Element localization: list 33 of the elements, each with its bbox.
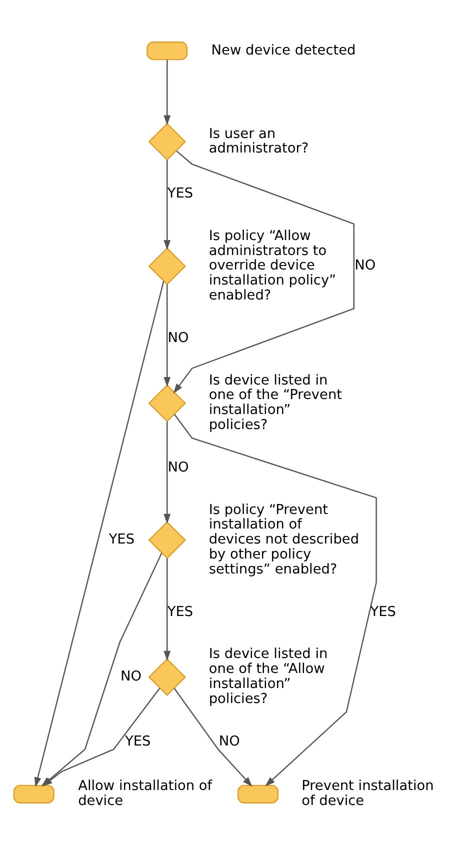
arrow <box>172 150 354 394</box>
node-label: Is policy “Prevent installation of devices not described by other policy settings” enabled? <box>208 501 359 578</box>
arrow <box>163 420 170 524</box>
edge-label: YES <box>166 603 193 620</box>
arrow <box>163 59 170 125</box>
arrow <box>163 558 170 660</box>
node-label: New device detected <box>210 42 356 58</box>
node-box <box>236 784 278 803</box>
arrow <box>163 284 170 386</box>
node-label: Is device listed in one of the “Prevent installation” policies? <box>208 372 342 433</box>
node-box <box>146 41 188 60</box>
edge-label: YES <box>124 732 150 749</box>
edge-label: NO <box>120 668 142 684</box>
edge-label: NO <box>354 257 376 274</box>
edge-label: NO <box>218 732 240 749</box>
node-diamond <box>148 122 186 160</box>
node-label: Is device listed in one of the “Allow installation” policies? <box>208 646 328 707</box>
node-label: Prevent installation of device <box>301 778 434 809</box>
edge-label: NO <box>167 458 188 475</box>
node-diamond <box>148 658 186 696</box>
edge-label: NO <box>167 329 188 346</box>
node-label: Is user an administrator? <box>208 125 308 156</box>
node-label: Allow installation of device <box>78 778 212 809</box>
arrow <box>163 159 170 250</box>
node-diamond <box>148 246 186 285</box>
node-box <box>12 784 54 803</box>
arrow <box>173 413 376 786</box>
edge-label: YES <box>166 185 193 202</box>
edge-label: YES <box>108 531 134 548</box>
node-label: Is policy “Allow administrators to override device installation policy” enabled? <box>208 227 336 304</box>
arrow <box>173 687 252 786</box>
edge-label: YES <box>370 603 396 620</box>
node-diamond <box>148 520 186 559</box>
